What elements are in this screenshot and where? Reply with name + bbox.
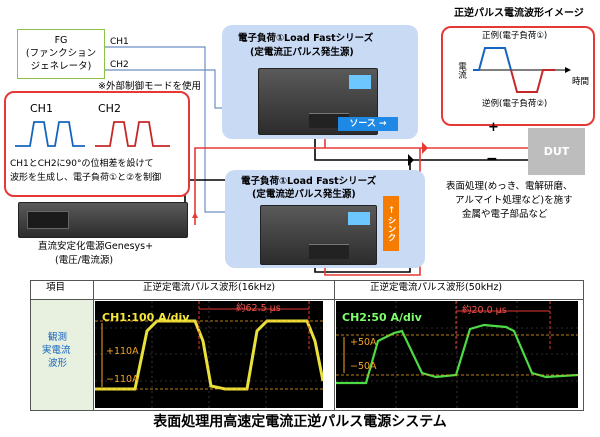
load1-black-line — [314, 138, 410, 161]
callout-ch2-label: CH2 — [98, 102, 121, 115]
scope2-ch-label: CH2:50 A/div — [342, 311, 422, 324]
waveform-callout — [4, 91, 190, 197]
dut-desc-3: 金属や電子部品など — [462, 209, 548, 220]
power-supply-device — [18, 202, 188, 238]
callout-desc-1: CH1とCH2に90°の位相差を設けて — [10, 159, 154, 169]
wave-neg-label: 逆例(電子負荷②) — [482, 99, 548, 109]
header-50khz: 正逆定電流パルス波形(50kHz) — [370, 282, 503, 293]
scope2-pos: +50A — [350, 337, 377, 348]
scope1-ch-label: CH1:100 A/div — [102, 311, 190, 324]
dut-plus-label: + — [488, 120, 499, 135]
figure-caption: 表面処理用高速定電流正逆パルス電源システム — [153, 414, 447, 430]
row-label-1: 観測 — [48, 332, 68, 343]
scope1-neg: −110A — [106, 374, 139, 385]
scope-ch1 — [95, 301, 325, 408]
arrow-right-icon — [422, 142, 428, 154]
psu-display — [27, 211, 69, 229]
load1-subtitle: (定電流正パルス発生源) — [250, 47, 354, 58]
load2-terminals — [309, 244, 349, 259]
fg-subtitle-2: ジェネレータ) — [30, 61, 92, 72]
table-header-row — [31, 281, 583, 300]
load2-display — [348, 212, 370, 225]
load2-title: 電子負荷①Load Fastシリーズ — [241, 176, 377, 187]
wave-pos-label: 正例(電子負荷①) — [482, 31, 548, 41]
psu-red-line — [194, 147, 528, 225]
fg-pulse-waveforms — [15, 121, 170, 147]
scope1-period: 約62.5 μs — [236, 303, 281, 314]
dut-desc-2: アルマイト処理など)を施す — [455, 195, 573, 206]
arrow-right-icon-2 — [408, 154, 414, 166]
fg-title: FG — [54, 35, 68, 46]
scope1-trace — [95, 301, 325, 408]
row-label-cell — [31, 300, 93, 410]
wave-image-title: 正逆パルス電流波形イメージ — [454, 8, 584, 19]
wave-image-chart — [473, 47, 571, 93]
dut-minus-label: − — [486, 151, 498, 167]
wave-image-box — [441, 26, 595, 126]
header-item: 項目 — [46, 282, 66, 293]
psu-title: 直流安定化電源Genesys+ — [38, 241, 154, 252]
scope2-neg: −50A — [350, 361, 377, 372]
ch1-label: CH1 — [110, 37, 129, 47]
fg-subtitle: (ファンクション — [25, 48, 97, 59]
callout-ch1-label: CH1 — [30, 102, 53, 115]
load2-subtitle: (定電流逆パルス発生源) — [252, 189, 356, 200]
wave-axis-x: 時間 — [572, 77, 590, 87]
row-label-2: 実電流 — [42, 345, 71, 356]
dut-box: DUT — [528, 128, 585, 175]
load2-device — [260, 205, 377, 265]
row-label-3: 波形 — [48, 358, 68, 369]
source-tag: ソース → — [338, 117, 398, 131]
header-16khz: 正逆定電流パルス波形(16kHz) — [143, 282, 276, 293]
scope-ch2 — [336, 301, 579, 408]
wave-axis-y: 電流 — [456, 62, 467, 79]
waveform-table — [30, 280, 584, 411]
load1-title: 電子負荷①Load Fastシリーズ — [238, 33, 374, 44]
external-mode-note: ※外部制御モードを使用 — [98, 81, 201, 92]
scope2-period: 約20.0 μs — [462, 305, 507, 316]
ch2-label: CH2 — [110, 60, 129, 70]
scope2-trace — [336, 301, 579, 408]
psu-subtitle: (電圧/電流源) — [55, 255, 114, 266]
callout-desc-2: 波形を生成し、電子負荷①と②を制御 — [10, 173, 162, 183]
dut-desc-1: 表面処理(めっき、電解研磨、 — [446, 181, 573, 192]
arrow-up-icon-2 — [192, 212, 198, 218]
scope1-pos: +110A — [106, 346, 139, 357]
sink-tag: ← シンク — [383, 196, 399, 251]
load1-display — [349, 75, 371, 89]
function-generator-box: FG (ファンクション ジェネレータ) — [17, 29, 105, 79]
